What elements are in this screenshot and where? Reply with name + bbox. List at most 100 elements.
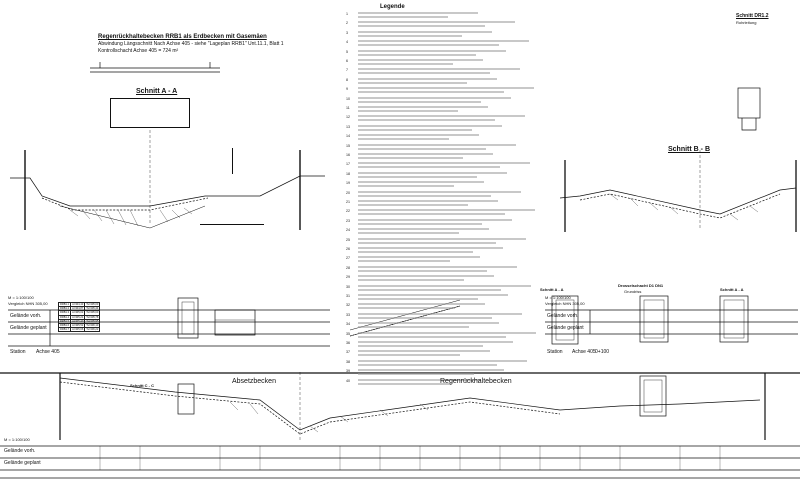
legend-text-line xyxy=(358,128,472,131)
profile-left-station-label: Station xyxy=(10,349,26,355)
legend-item-number: 23 xyxy=(346,218,350,223)
legend-text-line xyxy=(358,209,535,212)
long-row1: Gelände vorh. xyxy=(4,448,36,454)
legend-text-line xyxy=(358,100,481,103)
profile-right-ref: Vergleich NHN 305,00 xyxy=(545,301,585,306)
legend-title: Legende xyxy=(380,4,405,10)
legend-text-line xyxy=(358,77,497,80)
section-bb-profile xyxy=(559,187,797,215)
legend-item-number: 35 xyxy=(346,331,350,336)
legend-item-number: 22 xyxy=(346,209,350,214)
legend-text-line xyxy=(358,341,513,343)
legend-text-line xyxy=(358,232,459,235)
legend-text-line xyxy=(358,279,464,282)
legend-item-number: 14 xyxy=(346,134,350,139)
legend-item-number: 28 xyxy=(346,265,350,270)
legend-text-line xyxy=(358,34,462,37)
legend-text-line xyxy=(358,373,474,376)
annotation-box xyxy=(110,98,190,128)
legend-text-line xyxy=(358,12,478,14)
section-rr-title: Schnitt DR1.2 xyxy=(736,13,769,19)
legend-text-line xyxy=(358,294,508,296)
legend-text-line xyxy=(358,21,515,24)
table-cell: Ts=306,22 xyxy=(84,327,101,333)
detail-right2-title: Schnitt A - A xyxy=(720,287,744,292)
legend-text-line xyxy=(358,303,485,306)
sheet-subtitle-2: Kontrollschacht Achse 405 = 724 m² xyxy=(98,48,179,54)
legend-text-line xyxy=(358,175,477,178)
legend-item-number: 34 xyxy=(346,322,350,327)
legend-text-line xyxy=(358,190,521,193)
legend-item-number: 29 xyxy=(346,275,350,280)
legend-text-line xyxy=(358,247,503,249)
legend-text-line xyxy=(358,68,520,71)
legend-text-line xyxy=(358,81,467,84)
legend-item-number: 3 xyxy=(346,30,348,35)
table-cell: A=305,02 xyxy=(70,310,86,316)
legend-text-line xyxy=(358,200,498,202)
legend-text-line xyxy=(358,138,449,141)
legend-text-line xyxy=(358,106,488,108)
legend-item-number: 19 xyxy=(346,181,350,186)
legend-text-line xyxy=(358,166,500,169)
legend-item-number: 40 xyxy=(346,378,350,383)
profile-left-station-value: Achse 405 xyxy=(36,349,60,355)
legend-text-line xyxy=(358,256,480,259)
legend-item-number: 18 xyxy=(346,171,350,176)
legend-item-number: 8 xyxy=(346,77,348,82)
legend-text-line xyxy=(358,134,479,137)
section-bb-title: Schnitt B - B xyxy=(668,146,710,153)
legend-text-line xyxy=(358,59,483,61)
profile-right-station-label: Station xyxy=(547,349,563,355)
legend-text-line xyxy=(358,91,504,94)
legend-text-line xyxy=(358,87,534,90)
profile-right-row1: Gelände vorh. xyxy=(547,313,579,319)
profile-right-station-end: 0+100 xyxy=(595,349,610,355)
legend-text-line xyxy=(358,331,536,334)
legend-item-number: 20 xyxy=(346,190,350,195)
table-cell: RRB1.4 xyxy=(57,314,72,320)
legend-text-line xyxy=(358,382,451,385)
table-cell: A=305,21 xyxy=(70,314,86,320)
legend-text-line xyxy=(358,316,492,319)
legend-item-number: 27 xyxy=(346,256,350,261)
legend-item-number: 13 xyxy=(346,124,350,129)
sheet-subtitle-1: Abwindung Längsschnitt Nach Achse 405 - … xyxy=(98,41,284,47)
detail-mid-sub: Grundriss xyxy=(624,289,642,294)
legend-text-line xyxy=(358,241,496,244)
table-cell: A=305,66 xyxy=(70,327,86,333)
legend-item-number: 39 xyxy=(346,369,350,374)
legend-item-number: 30 xyxy=(346,284,350,289)
detail-left-title: Schnitt C - C xyxy=(130,383,154,388)
legend-text-line xyxy=(358,147,486,150)
legend-text-line xyxy=(358,363,497,366)
legend-text-line xyxy=(358,16,448,18)
table-cell: Ts=305,60 xyxy=(84,310,101,316)
profile-left-row2: Gelände geplant xyxy=(10,325,47,331)
legend-text-line xyxy=(358,185,454,188)
legend-item-number: 32 xyxy=(346,303,350,308)
long-scale: M = 1:100/100 xyxy=(4,437,30,442)
legend-text-line xyxy=(358,369,504,372)
legend-text-line xyxy=(358,326,469,329)
legend-text-line xyxy=(358,143,516,146)
legend-text-line xyxy=(358,378,481,381)
legend-item-number: 15 xyxy=(346,143,350,148)
legend-text-line xyxy=(358,218,512,221)
profile-right-station-value: Achse 405 xyxy=(572,349,596,355)
detail-right1-title: Schnitt A - A xyxy=(540,287,564,292)
legend-text-line xyxy=(358,181,484,184)
legend-text-line xyxy=(358,72,490,75)
legend-item-number: 21 xyxy=(346,200,350,204)
profile-right-row2: Gelände geplant xyxy=(547,325,584,331)
legend-item-number: 31 xyxy=(346,294,350,298)
legend-text-line xyxy=(358,40,529,43)
legend-text-line xyxy=(358,345,483,347)
table-cell: Ts=306,10 xyxy=(84,322,101,329)
legend-text-line xyxy=(358,298,478,300)
legend-text-line xyxy=(358,251,473,253)
